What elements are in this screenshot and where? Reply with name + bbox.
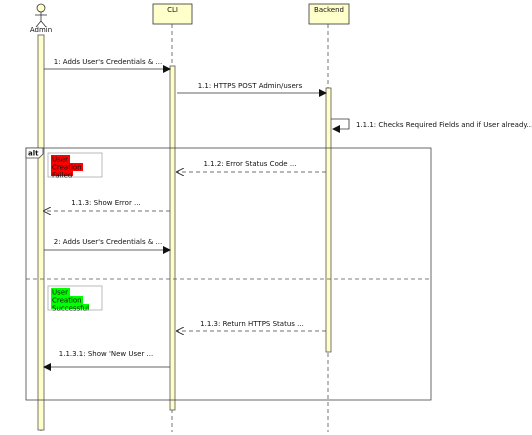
activation-backend: [325, 87, 332, 353]
message-1-1-2-label: 1.1.2: Error Status Code ...: [203, 160, 296, 168]
message-1-1-3-return[interactable]: 1.1.3: Return HTTPS Status ...: [177, 320, 326, 331]
activation-cli: [169, 65, 176, 411]
failure-note-line-1: User: [52, 156, 68, 164]
alt-operator-label: alt: [28, 150, 39, 158]
message-1-1-2[interactable]: 1.1.2: Error Status Code ...: [177, 160, 326, 172]
alt-fragment: alt: [25, 147, 432, 401]
failure-note-line-2: Creation: [52, 164, 82, 172]
failure-note: User Creation Failed: [47, 152, 103, 180]
success-note: User Creation Successful: [47, 285, 103, 313]
success-note-line-3: Successful: [52, 305, 89, 313]
failure-note-line-3: Failed: [52, 172, 72, 180]
message-1-1-label: 1.1: HTTPS POST Admin/users: [198, 82, 303, 90]
participant-admin-label: Admin: [30, 26, 52, 34]
participant-backend-label: Backend: [314, 6, 344, 14]
message-2-label: 2: Adds User's Credentials & ...: [54, 238, 162, 246]
success-note-line-2: Creation: [52, 297, 82, 305]
message-1-1-3-return-label: 1.1.3: Return HTTPS Status ...: [200, 320, 304, 328]
message-2[interactable]: 2: Adds User's Credentials & ...: [44, 238, 171, 254]
message-1[interactable]: 1: Adds User's Credentials & ...: [44, 58, 171, 73]
message-1-1[interactable]: 1.1: HTTPS POST Admin/users: [177, 82, 327, 97]
activation-admin: [37, 34, 45, 431]
participant-cli-label: CLI: [167, 6, 178, 14]
message-1-1-1-label: 1.1.1: Checks Required Fields and if Use…: [356, 121, 532, 129]
message-1-1-3[interactable]: 1.1.3: Show Error ...: [44, 199, 170, 211]
message-1-label: 1: Adds User's Credentials & ...: [54, 58, 162, 66]
actor-head-icon: [36, 3, 46, 13]
message-1-1-3-1[interactable]: 1.1.3.1: Show 'New User ...: [43, 350, 170, 371]
actor-admin[interactable]: Admin: [30, 3, 52, 34]
message-1-1-3-1-label: 1.1.3.1: Show 'New User ...: [59, 350, 153, 358]
message-1-1-3-label: 1.1.3: Show Error ...: [71, 199, 140, 207]
message-1-1-1[interactable]: 1.1.1: Checks Required Fields and if Use…: [331, 118, 532, 133]
success-note-line-1: User: [52, 289, 68, 297]
participant-cli[interactable]: CLI: [152, 3, 193, 25]
participant-backend[interactable]: Backend: [308, 3, 350, 25]
